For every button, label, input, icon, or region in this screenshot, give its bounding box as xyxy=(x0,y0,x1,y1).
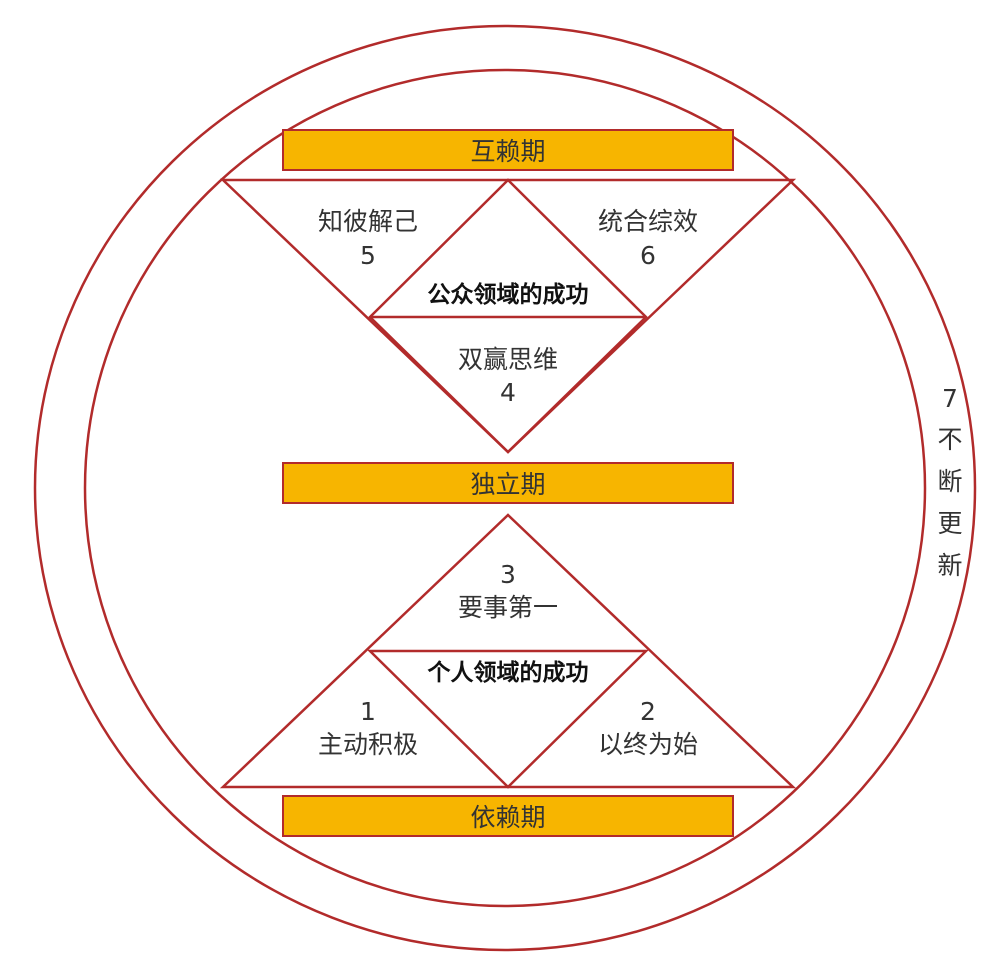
inner-circle xyxy=(83,68,927,908)
habit-6-number: 6 xyxy=(640,241,656,270)
stage-label-independence: 独立期 xyxy=(470,470,545,499)
renewal-char-3: 更 xyxy=(937,509,962,538)
stage-label-dependence: 依赖期 xyxy=(470,803,545,832)
habit-5-name: 知彼解己 xyxy=(318,207,418,236)
renewal-number: 7 xyxy=(942,384,958,413)
habit-6-name: 统合综效 xyxy=(598,207,698,236)
stage-bar-independence xyxy=(282,462,734,504)
public-victory-label: 公众领域的成功 xyxy=(428,281,589,308)
habit-3-number: 3 xyxy=(500,560,516,589)
habit-4-number: 4 xyxy=(500,378,516,407)
private-victory-label: 个人领域的成功 xyxy=(428,659,589,686)
habit-2-name: 以终为始 xyxy=(598,730,698,759)
habit-3-name: 要事第一 xyxy=(458,593,558,622)
outer-circle xyxy=(33,24,977,952)
renewal-char-2: 断 xyxy=(937,467,962,496)
habit-1-number: 1 xyxy=(360,697,376,726)
renewal-char-1: 不 xyxy=(937,425,962,454)
habit-1-name: 主动积极 xyxy=(318,730,418,759)
public-victory-diamond xyxy=(368,178,648,454)
habit-2-number: 2 xyxy=(640,697,656,726)
stage-bar-dependence xyxy=(282,795,734,837)
stage-bar-interdependence xyxy=(282,129,734,171)
private-victory-diamond xyxy=(366,649,650,789)
stage-label-interdependence: 互赖期 xyxy=(470,137,545,166)
habit-5-number: 5 xyxy=(360,241,376,270)
renewal-char-4: 新 xyxy=(937,551,962,580)
habit-4-name: 双赢思维 xyxy=(458,345,558,374)
